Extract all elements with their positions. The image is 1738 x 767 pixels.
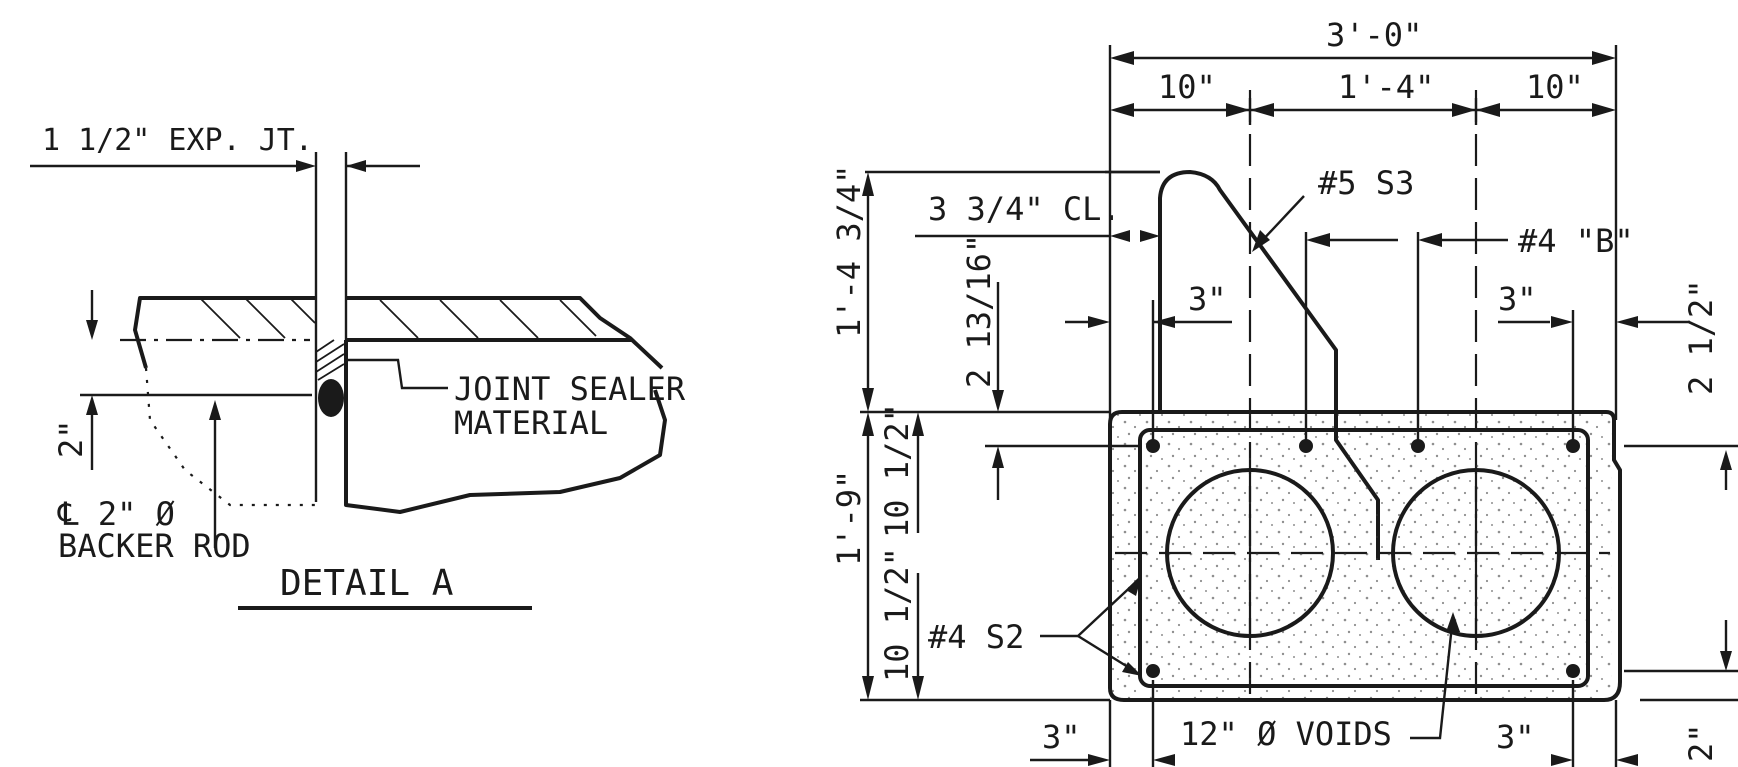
right3-arrow bbox=[1551, 316, 1573, 328]
sub-arrow-4 bbox=[1452, 103, 1476, 117]
lower-half-arrow bbox=[912, 676, 924, 700]
sub-arrow-2 bbox=[1226, 103, 1250, 117]
right-edge-arrow bbox=[1616, 316, 1638, 328]
backer-rod-arrow bbox=[209, 400, 221, 420]
bottom-right-arrow bbox=[1551, 754, 1573, 766]
right-slab-outline bbox=[344, 340, 667, 514]
b-arrow-r bbox=[1418, 233, 1442, 247]
bar-dot-br bbox=[1566, 664, 1580, 678]
lower-10-half-label: 10 1/2" bbox=[878, 547, 916, 682]
s2-arrow-b bbox=[1122, 662, 1142, 676]
overall-arrow-l bbox=[1110, 51, 1134, 65]
clear-cover-arrow-r bbox=[1140, 230, 1160, 242]
clear-cover-arrow-l bbox=[1110, 230, 1130, 242]
right-width-label: 10" bbox=[1526, 68, 1584, 106]
voids-arrow bbox=[1446, 612, 1460, 632]
bottom-right-arrow-2 bbox=[1616, 754, 1638, 766]
sub-arrow-3 bbox=[1250, 103, 1274, 117]
left3-arrow-a bbox=[1088, 316, 1110, 328]
left-slab-top bbox=[133, 296, 316, 369]
bar-s2-label: #4 S2 bbox=[928, 618, 1024, 656]
slab-depth-arrow-top bbox=[862, 412, 874, 436]
left3-arrow-b bbox=[1153, 316, 1175, 328]
upper-half-arrow bbox=[912, 412, 924, 436]
backer-rod-label-1: ℄ 2" Ø bbox=[57, 495, 175, 533]
concrete-stipple bbox=[1112, 413, 1612, 701]
parapet-height-label: 1'-4 3/4" bbox=[830, 165, 868, 338]
middle-width-label: 1'-4" bbox=[1338, 68, 1434, 106]
two-inch-label: 2" bbox=[52, 419, 90, 458]
two-inch-arrow-top bbox=[86, 320, 98, 340]
sealer-label-1: JOINT SEALER bbox=[454, 370, 686, 408]
voids-label: 12" Ø VOIDS bbox=[1180, 715, 1392, 753]
sub-arrow-1 bbox=[1110, 103, 1134, 117]
two-inch-arrow-bottom bbox=[86, 395, 98, 415]
left-3-label: 3" bbox=[1188, 280, 1227, 318]
backer-rod-shape bbox=[318, 379, 344, 417]
reinforcing-cage bbox=[1138, 428, 1590, 688]
right-bottom-arrow bbox=[1720, 651, 1732, 671]
surface-hatching bbox=[199, 297, 597, 339]
slab-depth-arrow-bottom bbox=[862, 676, 874, 700]
right-3-label: 3" bbox=[1498, 280, 1537, 318]
s2-arrow-a bbox=[1126, 574, 1142, 596]
top-bar-arrow bbox=[992, 446, 1004, 468]
overall-arrow-r bbox=[1592, 51, 1616, 65]
bar-s3-label: #5 S3 bbox=[1318, 164, 1414, 202]
expansion-joint-label: 1 1/2" EXP. JT. bbox=[42, 123, 313, 158]
right-slab-top bbox=[346, 296, 664, 370]
bottom-right-3-label: 3" bbox=[1496, 718, 1535, 756]
bottom-left-arrow-2 bbox=[1153, 754, 1175, 766]
bottom-left-3-label: 3" bbox=[1042, 718, 1081, 756]
bar-dot-bl bbox=[1146, 664, 1160, 678]
slab-outline bbox=[1108, 410, 1622, 702]
parapet-arrow-top bbox=[862, 172, 874, 196]
bottom-left-arrow bbox=[1088, 754, 1110, 766]
right-2half-arrow bbox=[1720, 450, 1732, 470]
sealer-label-2: MATERIAL bbox=[454, 404, 608, 442]
d213-arrow bbox=[992, 390, 1004, 412]
clear-cover-label: 3 3/4" CL. bbox=[928, 190, 1121, 228]
b-arrow-l bbox=[1306, 233, 1330, 247]
bar-b-label: #4 "B" bbox=[1518, 222, 1634, 260]
left-slab-broken bbox=[144, 367, 316, 507]
detail-a: 1 1/2" EXP. JT. bbox=[30, 123, 686, 610]
bottom-2-label: 2" bbox=[1682, 723, 1720, 762]
right-2-half-label: 2 1/2" bbox=[1682, 279, 1720, 395]
sub-arrow-6 bbox=[1592, 103, 1616, 117]
s3-arrow bbox=[1252, 230, 1270, 252]
upper-10-half-label: 10 1/2" bbox=[878, 403, 916, 538]
overall-width-label: 3'-0" bbox=[1326, 16, 1422, 54]
parapet-arrow-bottom bbox=[862, 388, 874, 412]
voids-leader bbox=[1410, 624, 1454, 740]
sealer-leader bbox=[346, 358, 448, 390]
dim-2-13-16-label: 2 13/16" bbox=[960, 234, 998, 388]
slab-section: 3'-0" 10" 1'-4" 10" bbox=[830, 16, 1738, 767]
detail-title: DETAIL A bbox=[280, 563, 454, 604]
joint-sealer bbox=[315, 339, 345, 381]
sub-arrow-5 bbox=[1476, 103, 1500, 117]
exp-joint-arrow-right bbox=[346, 160, 366, 172]
backer-rod-label-2: BACKER ROD bbox=[58, 527, 251, 565]
left-width-label: 10" bbox=[1158, 68, 1216, 106]
parapet-outline bbox=[1158, 170, 1380, 560]
exp-joint-arrow-left bbox=[296, 160, 316, 172]
slab-depth-label: 1'-9" bbox=[830, 470, 868, 566]
